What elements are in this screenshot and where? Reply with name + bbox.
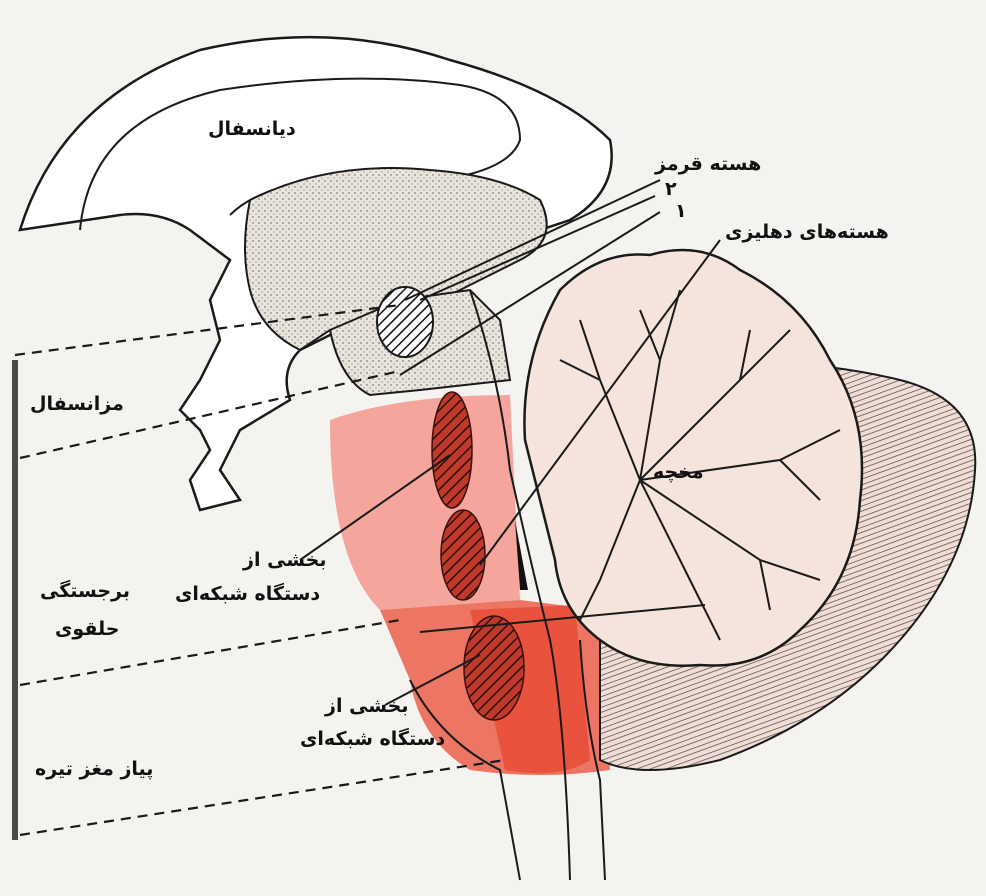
reticular-upper-hatch-2 [441,510,485,600]
label-diencephalon: دیانسفال [208,118,296,140]
label-pointer-1: ۱ [675,200,687,222]
cerebellum-body [524,250,862,666]
label-reticular-lower-1: بخشی از [324,695,408,717]
label-reticular-upper-2: دستگاه شبکه‌ای [175,582,320,605]
label-pointer-2: ۲ [665,178,677,200]
label-cerebellum: مخچه [653,461,704,483]
label-red-nucleus: هسته قرمز [654,153,761,175]
label-reticular-lower-2: دستگاه شبکه‌ای [300,727,445,750]
label-vestibular-nuclei: هسته‌های دهلیزی [725,221,889,243]
left-bar [12,360,18,840]
reticular-lower-hatch [464,616,524,720]
reticular-upper-hatch-1 [432,392,472,508]
label-pons-1: برجستگی [40,579,130,602]
label-mesencephalon: مزانسفال [30,393,124,415]
midbrain-red-region [330,395,520,610]
label-medulla: پیاز مغز تیره [35,758,153,780]
label-pons-2: حلقوی [55,618,119,640]
label-reticular-upper-1: بخشی از [242,549,326,571]
